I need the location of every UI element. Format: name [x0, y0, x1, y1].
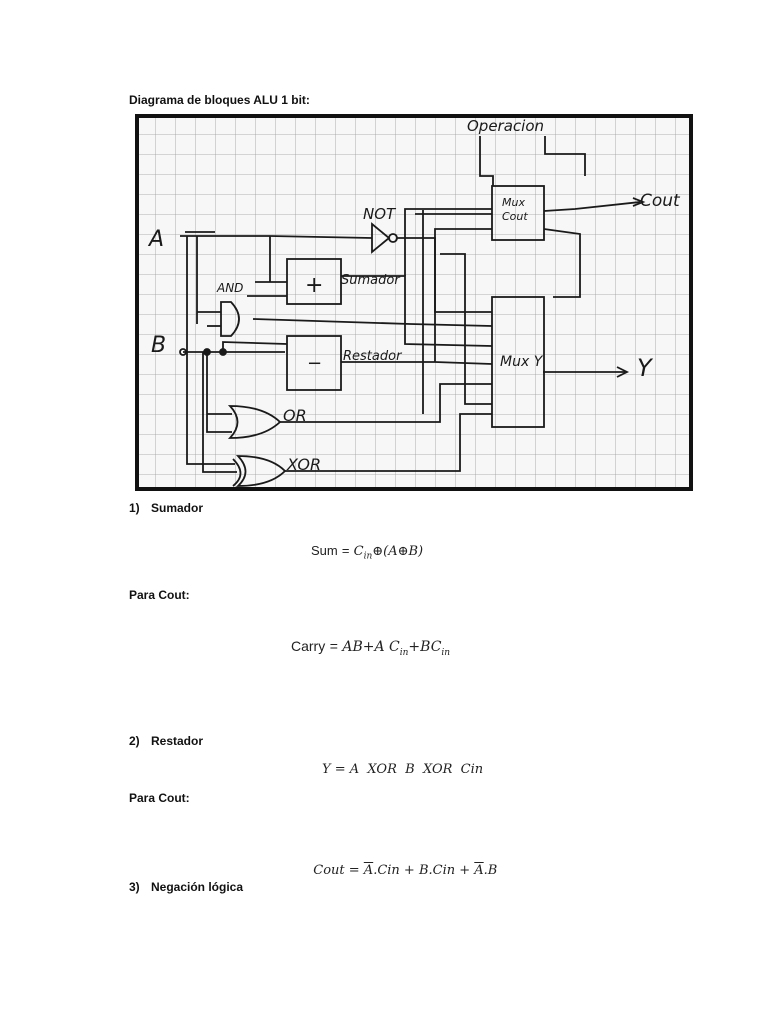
input-b-label: B: [151, 333, 166, 358]
section-number: 1): [129, 501, 140, 515]
y-formula: Y = A XOR B XOR Cin: [322, 762, 484, 777]
carry-formula: Carry = AB+A Cin+BCin: [291, 638, 451, 658]
section-heading-negacion: 3) Negación lógica: [129, 880, 243, 894]
cout-formula: Cout = A.Cin + B.Cin + A.B: [313, 863, 498, 878]
restador-label: Restador: [343, 349, 403, 364]
cout-output-label: Cout: [640, 191, 681, 211]
para-cout-label: Para Cout:: [129, 791, 190, 805]
and-label: AND: [216, 281, 243, 295]
para-cout-label: Para Cout:: [129, 588, 190, 602]
sum-formula: Sum = Cin⊕(A⊕B): [311, 543, 424, 562]
mux-cout-box: [491, 185, 545, 241]
xor-label: XOR: [286, 455, 321, 474]
mux-y-box: [491, 296, 545, 428]
document-title: Diagrama de bloques ALU 1 bit:: [129, 93, 310, 107]
and-gate: [220, 301, 240, 337]
or-gate: [227, 405, 282, 439]
section-number: 2): [129, 734, 140, 748]
mux-cout-label-line2: Cout: [502, 210, 528, 223]
y-output-label: Y: [637, 354, 654, 382]
operacion-label: Operacion: [467, 117, 544, 135]
subtractor-box: [286, 335, 342, 391]
sumador-label: Sumador: [341, 273, 401, 288]
plus-label: +: [305, 273, 323, 298]
mux-y-label: Mux Y: [500, 354, 544, 370]
section-heading-sumador: 1) Sumador: [129, 501, 203, 515]
xor-gate: [235, 455, 287, 487]
alu-block-diagram: Operacion Mux Cout Cout NOT A AND + Suma…: [135, 114, 693, 491]
diagram-border: [135, 114, 693, 491]
minus-label: −: [307, 353, 322, 374]
section-title: Sumador: [151, 501, 204, 515]
not-label: NOT: [363, 205, 397, 223]
section-title: Restador: [151, 734, 204, 748]
section-number: 3): [129, 880, 140, 894]
or-label: OR: [283, 406, 307, 425]
section-heading-restador: 2) Restador: [129, 734, 203, 748]
input-a-label: A: [147, 227, 164, 252]
mux-cout-label-line1: Mux: [502, 196, 525, 209]
section-title: Negación lógica: [151, 880, 244, 894]
